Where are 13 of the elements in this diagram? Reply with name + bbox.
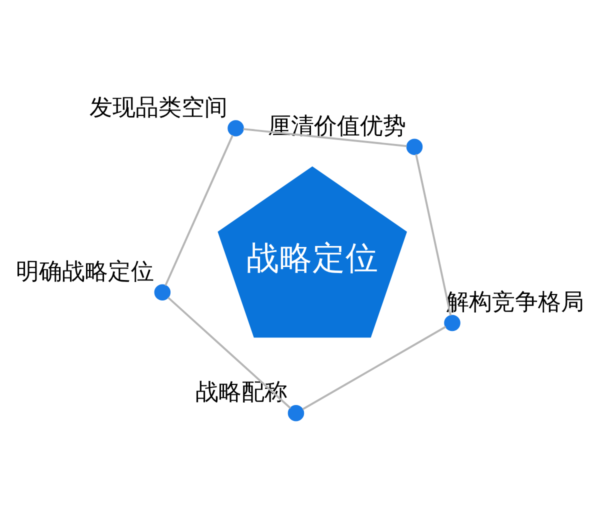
node-label: 明确战略定位 (16, 258, 154, 285)
connector (164, 134, 234, 286)
node-circle (228, 120, 244, 136)
node-label: 解构竞争格局 (446, 289, 584, 316)
node-circle (444, 314, 460, 332)
connector (302, 326, 446, 410)
node-circle (288, 405, 304, 422)
node-label: 发现品类空间 (89, 94, 228, 121)
connector (243, 128, 407, 148)
node-circle (154, 284, 171, 301)
node-circle (406, 138, 423, 156)
connector (415, 154, 452, 316)
connector (168, 296, 292, 409)
